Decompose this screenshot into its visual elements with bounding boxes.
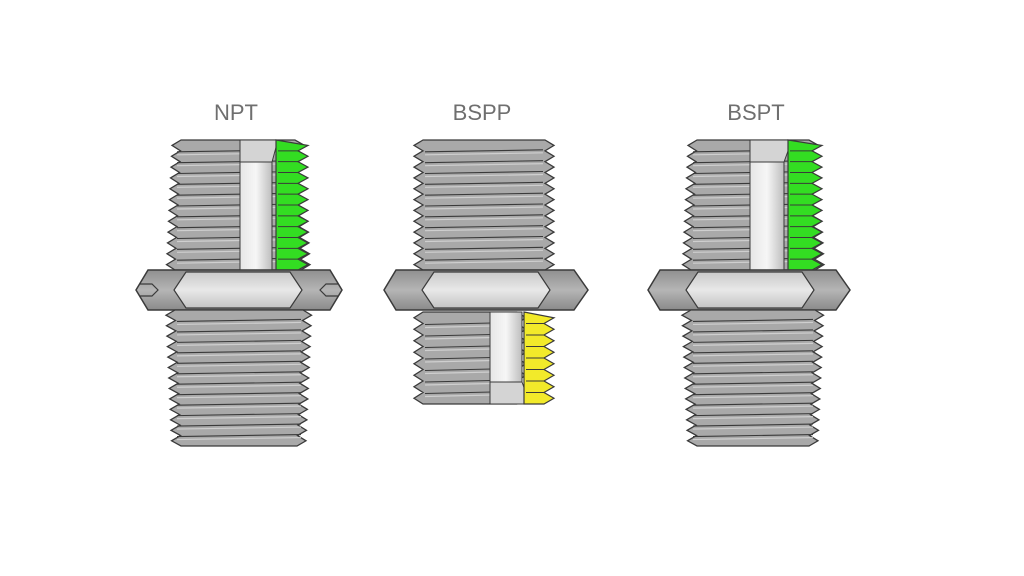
- lower-thread-npt: [164, 309, 313, 447]
- highlighted-thread-bspt: [787, 139, 824, 271]
- highlighted-thread-npt: [275, 139, 310, 271]
- fitting-bspt: BSPT: [647, 100, 851, 447]
- upper-thread-bspp: [412, 139, 556, 271]
- hex-nut-npt: [135, 269, 343, 311]
- fitting-label-bspt: BSPT: [727, 100, 784, 125]
- fitting-label-bspp: BSPP: [453, 100, 512, 125]
- lower-thread-bspt: [680, 309, 825, 447]
- fitting-npt: NPT: [135, 100, 343, 447]
- fitting-bspp: BSPP: [383, 100, 589, 405]
- hex-nut-bspp: [383, 269, 589, 311]
- hex-nut-bspt: [647, 269, 851, 311]
- highlighted-thread-bspp: [523, 311, 556, 405]
- fitting-label-npt: NPT: [214, 100, 258, 125]
- bore-npt: [239, 139, 279, 271]
